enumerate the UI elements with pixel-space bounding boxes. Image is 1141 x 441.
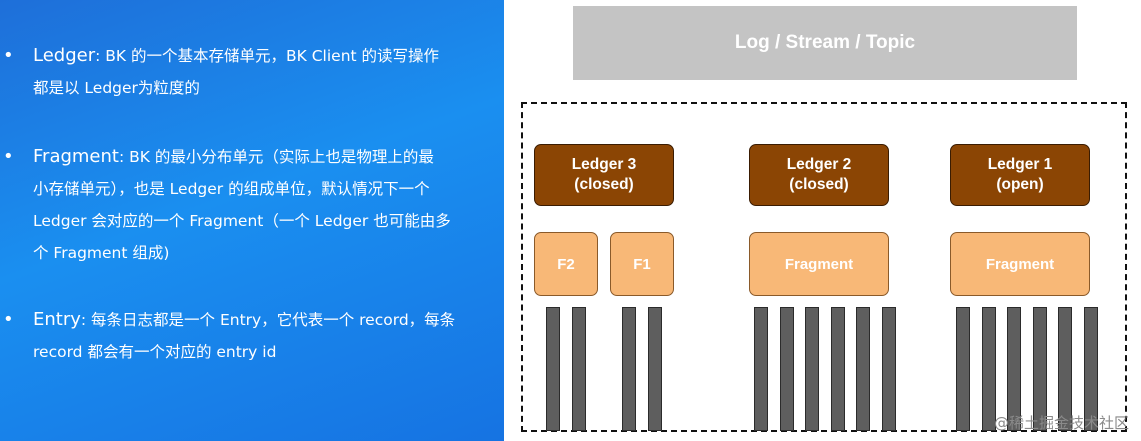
- entry-bar: [1058, 307, 1072, 431]
- watermark: @稀土掘金技术社区: [993, 414, 1129, 432]
- ledger-3: Ledger 3 (closed): [534, 144, 674, 206]
- description-panel: • Ledger: BK 的一个基本存储单元，BK Client 的读写操作 都…: [0, 0, 504, 441]
- entry-bar: [571, 307, 586, 431]
- term-ledger: Ledger: [33, 45, 96, 66]
- topic-box: Log / Stream / Topic: [573, 6, 1077, 80]
- ledger-1: Ledger 1 (open): [950, 144, 1090, 206]
- entry-bar: [1032, 307, 1047, 431]
- entry-bar: [622, 307, 636, 431]
- bookkeeper-boundary: [521, 102, 1127, 432]
- entry-bar: [881, 307, 896, 431]
- term-entry: Entry: [33, 309, 81, 330]
- ledger-diagram: Log / Stream / Topic Ledger 3 (closed) L…: [504, 0, 1141, 441]
- entry-bar: [981, 307, 996, 431]
- entry-bar: [779, 307, 794, 431]
- entry-bar: [830, 307, 845, 431]
- fragment-ledger-1: Fragment: [950, 232, 1090, 296]
- fragment-f1: F1: [610, 232, 674, 296]
- fragment-ledger-2: Fragment: [749, 232, 889, 296]
- entry-bar: [647, 307, 662, 431]
- term-fragment: Fragment: [33, 146, 119, 167]
- bullet-dot: •: [3, 309, 14, 330]
- entry-bar: [754, 307, 768, 431]
- entry-bar: [956, 307, 970, 431]
- bullet-dot: •: [3, 146, 14, 167]
- entry-bar: [856, 307, 870, 431]
- entry-bar: [1083, 307, 1098, 431]
- bullet-dot: •: [3, 45, 14, 66]
- entry-bar: [546, 307, 560, 431]
- ledger-2: Ledger 2 (closed): [749, 144, 889, 206]
- fragment-f2: F2: [534, 232, 598, 296]
- entry-bar: [1007, 307, 1021, 431]
- entry-bar: [805, 307, 819, 431]
